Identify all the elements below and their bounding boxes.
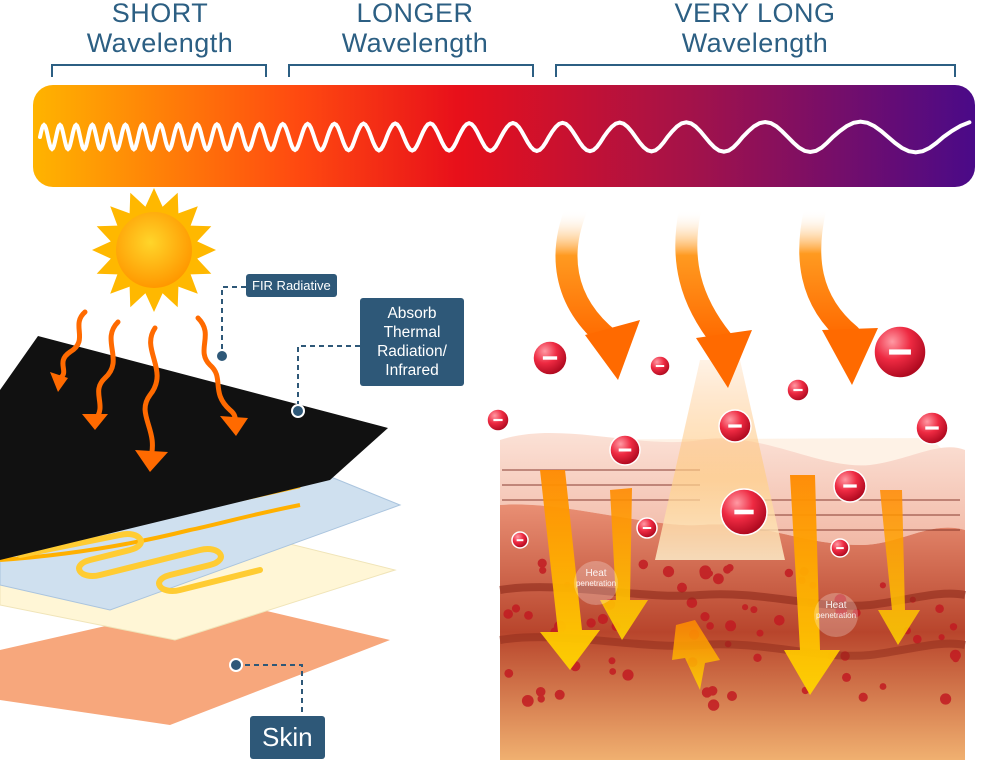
blood-cell (842, 672, 851, 682)
heat-penetration-arrows (540, 470, 920, 695)
blood-cell (686, 597, 698, 608)
longer-wavelength-label: LONGER Wavelength (341, 0, 489, 58)
sun-icon (92, 188, 216, 312)
blood-cell (713, 573, 724, 585)
heat-penetration-label-left: Heat penetration (575, 568, 617, 588)
blood-cell (700, 612, 710, 622)
negative-ion-icon (786, 378, 810, 402)
blood-cell (725, 620, 737, 632)
blood-cell (622, 669, 634, 681)
blood-cell (535, 687, 546, 697)
blood-cell (753, 653, 762, 662)
blood-cell (554, 689, 565, 700)
negative-ion-icon (718, 409, 752, 443)
blood-cell (938, 634, 945, 641)
absorb-infrared-callout: Absorb Thermal Radiation/ Infrared (360, 298, 464, 386)
blood-cell (608, 657, 616, 665)
blood-cell (742, 604, 749, 611)
skin-cross-section (499, 360, 966, 760)
negative-ion-icon (830, 538, 850, 558)
short-wavelength-label: SHORT Wavelength (86, 0, 234, 58)
skin-callout: Skin (250, 716, 325, 759)
blood-cell (852, 608, 861, 617)
negative-ion-icon (511, 531, 529, 549)
blood-cell (503, 609, 513, 619)
blood-cell (949, 623, 958, 631)
heat-penetration-label-right: Heat penetration (815, 600, 857, 620)
heat-bubble-right (814, 593, 858, 637)
blood-cell (707, 699, 720, 711)
blood-cell (677, 582, 687, 593)
negative-ion-icon (532, 340, 568, 376)
blood-cell (662, 566, 675, 578)
negative-ion-molecules (486, 325, 949, 558)
layered-pad (0, 336, 402, 725)
negative-ion-icon (609, 434, 641, 466)
fir-radiative-callout: FIR Radiative (246, 274, 337, 297)
negative-ion-icon (833, 469, 867, 503)
negative-ion-icon (915, 411, 949, 445)
blood-cell (879, 582, 887, 589)
blood-cell (638, 559, 649, 570)
blood-cell (952, 655, 960, 663)
blood-cell (699, 565, 712, 578)
radiation-arrows-right (555, 199, 878, 388)
blood-cell (597, 613, 609, 625)
blood-cell (727, 691, 737, 701)
callout-leaders (221, 286, 360, 718)
blood-cell (750, 606, 758, 614)
blood-cell (784, 568, 794, 578)
callout-dots (215, 349, 305, 672)
negative-ion-icon (720, 488, 768, 536)
blood-cell (913, 634, 922, 644)
blood-cell (524, 611, 533, 620)
blood-cell (511, 604, 521, 613)
radiation-arrowheads-left (50, 372, 248, 472)
negative-ion-icon (486, 408, 510, 432)
blood-cell (858, 692, 868, 702)
blood-cell (609, 668, 617, 675)
blood-cell (756, 629, 764, 637)
blood-cell (940, 693, 952, 705)
negative-ion-icon (873, 325, 927, 379)
wavelength-wave (38, 119, 972, 155)
very-long-wavelength-label: VERY LONG Wavelength (674, 0, 836, 58)
blood-cell (539, 566, 547, 574)
blood-cell (504, 669, 514, 678)
heat-bubble-left (574, 561, 618, 605)
blood-cell (537, 558, 547, 568)
blood-cell (774, 615, 785, 626)
negative-ion-icon (649, 355, 671, 377)
blood-cell (537, 695, 545, 703)
blood-cell (723, 565, 732, 574)
blood-cell (706, 622, 714, 630)
spectrum-bar (33, 85, 975, 187)
wavelength-brackets (51, 64, 956, 77)
blood-cell (935, 604, 944, 613)
blood-cell (586, 618, 596, 628)
blood-cell (701, 687, 713, 698)
blood-cell (521, 695, 534, 707)
negative-ion-icon (636, 517, 658, 539)
skin-layer (0, 600, 390, 725)
blood-cell (879, 683, 887, 690)
